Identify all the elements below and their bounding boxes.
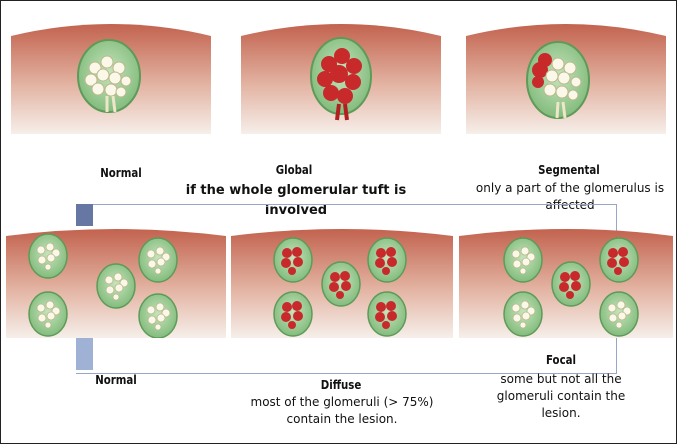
bottom-normal-label: Normal bbox=[78, 373, 155, 387]
diffuse-label: Diffuse bbox=[299, 378, 384, 392]
focal-description: some but not all the glomeruli contain t… bbox=[481, 371, 641, 422]
diffuse-description: most of the glomeruli (> 75%) contain th… bbox=[246, 394, 438, 428]
focal-panel bbox=[459, 226, 673, 338]
global-label: Global bbox=[264, 163, 324, 177]
segmental-glomerulus-panel bbox=[466, 16, 666, 134]
global-glomerulus-panel bbox=[241, 16, 441, 134]
focal-label: Focal bbox=[523, 353, 600, 367]
normal-cortex-panel bbox=[6, 226, 226, 338]
normal-glomerulus-panel bbox=[11, 16, 211, 134]
top-normal-label: Normal bbox=[83, 166, 160, 180]
segmental-label: Segmental bbox=[527, 163, 612, 177]
diffuse-panel bbox=[231, 226, 453, 338]
top-frame-marker bbox=[76, 204, 93, 226]
bottom-frame-marker bbox=[76, 336, 93, 370]
